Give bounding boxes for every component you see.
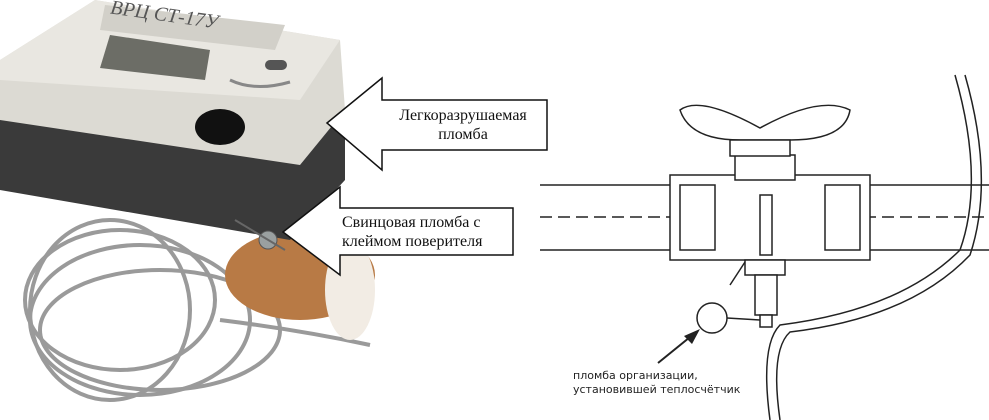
callout-lead-seal: Свинцовая пломба с клеймом поверителя <box>342 213 510 251</box>
diagram-caption-line1: пломба организации, <box>573 369 698 382</box>
callout-fragile-seal-line2: пломба <box>438 126 488 143</box>
heat-meter-photo <box>0 0 375 402</box>
callout-lead-seal-line2: клеймом поверителя <box>342 233 483 250</box>
callout-lead-seal-line1: Свинцовая пломба с <box>342 214 481 231</box>
callout-arrow-fragile-seal <box>325 76 548 172</box>
callout-arrow-lead-seal <box>281 185 514 277</box>
callout-fragile-seal: Легкоразрушаемая пломба <box>382 106 544 144</box>
valve-diagram <box>540 74 989 420</box>
diagram-caption: пломба организации, установившей теплосч… <box>573 369 740 397</box>
callout-fragile-seal-line1: Легкоразрушаемая <box>399 107 527 124</box>
diagram-caption-line2: установившей теплосчётчик <box>573 383 741 396</box>
